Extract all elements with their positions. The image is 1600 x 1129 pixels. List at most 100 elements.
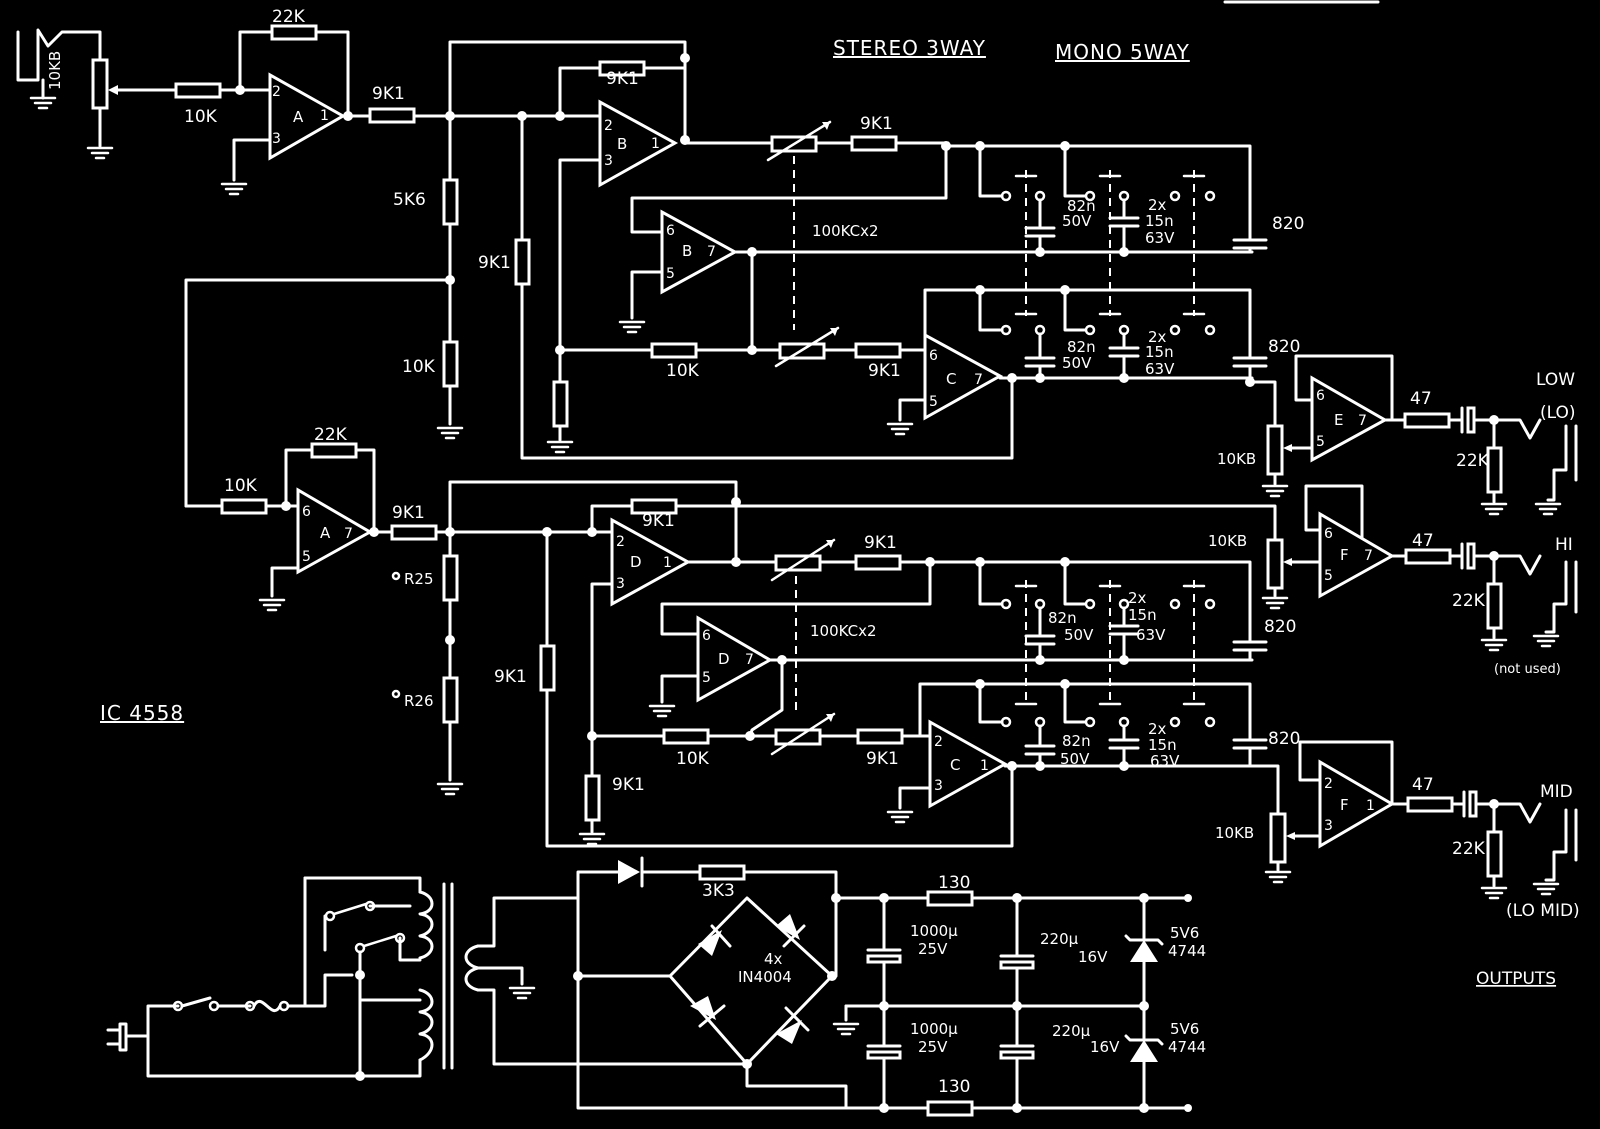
cap-63v-4: 63V xyxy=(1150,752,1180,770)
cap-820-3: 820 xyxy=(1264,617,1296,637)
resistor-10k-divider xyxy=(442,340,459,388)
cap-820-1: 820 xyxy=(1272,214,1304,234)
zener-neg-part: 4744 xyxy=(1168,1038,1206,1056)
svg-text:F: F xyxy=(1340,796,1349,814)
resistor-10k-in1 xyxy=(174,82,222,99)
resistor-22k-low xyxy=(1486,446,1503,494)
output-mid-label: MID xyxy=(1540,782,1573,802)
pot-10kb-mid xyxy=(1269,812,1287,864)
opamp-c2: 2 3 C 1 xyxy=(928,719,1009,809)
cap-1000u-neg-label: 1000µ xyxy=(910,1020,958,1038)
series-diode-icon xyxy=(618,856,644,888)
feedback-22k-a2-label: 22K xyxy=(314,425,348,445)
cap-63v-1: 63V xyxy=(1145,229,1175,247)
resistor-r26-label: R26 xyxy=(404,692,434,710)
svg-text:A: A xyxy=(293,108,304,126)
resistor-9k1-c2 xyxy=(856,728,904,745)
cap-1000u-pos-label: 1000µ xyxy=(910,922,958,940)
svg-text:1: 1 xyxy=(320,108,329,124)
svg-text:5: 5 xyxy=(302,549,311,565)
opamp-a1: 2 3 A 1 xyxy=(268,72,347,161)
cap-switch-bank-3 xyxy=(946,557,1268,704)
feedback-22k-a-label: 22K xyxy=(272,7,306,27)
resistor-10k-in1-label: 10K xyxy=(184,107,218,127)
svg-text:5: 5 xyxy=(666,266,675,282)
cap-82n-2: 82n xyxy=(1067,338,1096,356)
svg-text:2: 2 xyxy=(1324,776,1333,792)
resistor-47-hi-label: 47 xyxy=(1412,531,1434,551)
svg-text:5: 5 xyxy=(702,670,711,686)
opamp-b2: 6 5 B 7 xyxy=(660,209,739,295)
cap-82n-1: 82n xyxy=(1067,197,1096,215)
svg-text:1: 1 xyxy=(1366,798,1375,814)
svg-text:7: 7 xyxy=(1358,413,1367,429)
resistor-9k1-vert-top xyxy=(514,238,531,286)
resistor-9k1-a2-label: 9K1 xyxy=(392,503,425,523)
resistor-d-gnd-label: 9K1 xyxy=(612,775,645,795)
pot-10kb-hi xyxy=(1266,538,1284,590)
svg-text:B: B xyxy=(682,242,692,260)
ic-label: IC 4558 xyxy=(100,701,184,725)
resistor-r25 xyxy=(442,554,459,602)
zener-pos-part: 4744 xyxy=(1168,942,1206,960)
resistor-130-neg xyxy=(926,1100,974,1117)
zener-diode-pos xyxy=(1124,896,1164,1008)
output-hi-note: (not used) xyxy=(1494,662,1561,677)
cap-1000u-pos xyxy=(866,896,902,1008)
svg-text:6: 6 xyxy=(302,504,311,520)
output-low-sub: (LO) xyxy=(1540,403,1576,423)
resistor-9k1-c2-label: 9K1 xyxy=(866,749,899,769)
cap-15n-3: 15n xyxy=(1128,606,1157,624)
zener-diode-neg xyxy=(1124,1004,1164,1110)
svg-text:B: B xyxy=(617,135,627,153)
svg-text:7: 7 xyxy=(707,244,716,260)
cap-2x-4: 2x xyxy=(1148,720,1167,738)
svg-text:6: 6 xyxy=(702,628,711,644)
svg-text:F: F xyxy=(1340,546,1349,564)
resistor-9k1-b-series xyxy=(850,135,898,152)
dual-pot-section-4 xyxy=(770,712,836,756)
resistor-d-gnd xyxy=(584,774,601,822)
opamp-e: 6 5 E 7 xyxy=(1310,375,1389,463)
svg-text:2: 2 xyxy=(604,118,613,134)
cap-82n-4-volt: 50V xyxy=(1060,750,1090,768)
resistor-9k1-d-series xyxy=(854,554,902,571)
cap-82n-3: 82n xyxy=(1048,609,1077,627)
svg-text:E: E xyxy=(1334,411,1343,429)
resistor-3k3 xyxy=(698,864,746,881)
cap-220u-pos xyxy=(999,896,1035,1008)
pot-10kb-mid-label: 10KB xyxy=(1215,824,1254,842)
resistor-r25-label: R25 xyxy=(404,570,434,588)
svg-text:7: 7 xyxy=(1364,548,1373,564)
resistor-9k1-a1 xyxy=(368,107,416,124)
feedback-9k1-b-label: 9K1 xyxy=(606,69,639,89)
resistor-9k1-a1-label: 9K1 xyxy=(372,84,405,104)
opamp-f2: 2 3 F 1 xyxy=(1318,759,1395,849)
pot-10kb-low xyxy=(1266,424,1284,476)
cap-82n-4: 82n xyxy=(1062,732,1091,750)
bridge-rectifier xyxy=(573,896,837,1069)
pot-label: 10KB xyxy=(46,51,64,90)
resistor-5k6 xyxy=(442,178,459,226)
pot-10kb-low-label: 10KB xyxy=(1217,450,1256,468)
resistor-47-low xyxy=(1403,412,1451,429)
input-jack-1 xyxy=(16,28,102,110)
cap-220u-neg-label: 220µ xyxy=(1052,1022,1091,1040)
svg-text:3: 3 xyxy=(934,778,943,794)
output-hi-label: HI xyxy=(1555,535,1573,555)
cap-82n-2-volt: 50V xyxy=(1062,354,1092,372)
cap-2x-2: 2x xyxy=(1148,328,1167,346)
cap-820-2: 820 xyxy=(1268,337,1300,357)
bridge-part-label: IN4004 xyxy=(738,968,792,986)
feedback-22k-a xyxy=(270,24,318,41)
mains-plug-icon xyxy=(106,1022,128,1052)
svg-text:6: 6 xyxy=(666,223,675,239)
opamp-d2: 6 5 D 7 xyxy=(696,615,774,703)
resistor-9k1-c1 xyxy=(854,342,902,359)
svg-text:5: 5 xyxy=(929,394,938,410)
svg-text:7: 7 xyxy=(974,372,983,388)
resistor-22k-mid xyxy=(1486,830,1503,878)
opamp-a2: 6 5 A 7 xyxy=(296,487,374,575)
cap-63v-2: 63V xyxy=(1145,360,1175,378)
svg-text:3: 3 xyxy=(616,576,625,592)
